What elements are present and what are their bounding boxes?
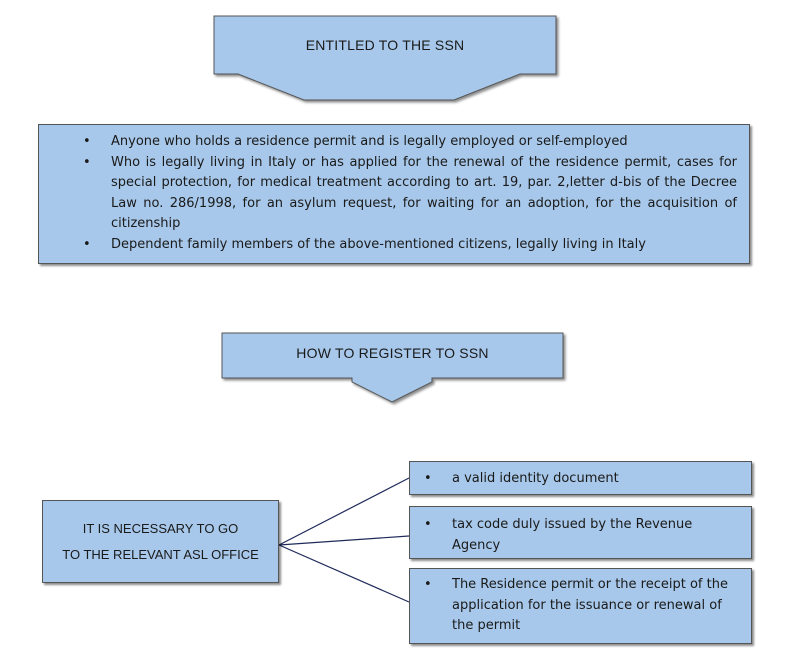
list-item: The Residence permit or the receipt of t… — [410, 575, 739, 637]
entitled-list-box: Anyone who holds a residence permit and … — [38, 124, 750, 264]
entitled-list: Anyone who holds a residence permit and … — [39, 132, 737, 255]
entitled-title: ENTITLED TO THE SSN — [305, 37, 465, 53]
list-item: tax code duly issued by the Revenue Agen… — [410, 515, 743, 556]
asl-office-line-1: IT IS NECESSARY TO GO — [82, 520, 239, 536]
list-item: Anyone who holds a residence permit and … — [39, 132, 737, 153]
register-title: HOW TO REGISTER TO SSN — [296, 345, 489, 361]
list-item: Dependent family members of the above-me… — [39, 235, 737, 256]
connector-line-1 — [278, 477, 410, 546]
list-item: Who is legally living in Italy or has ap… — [39, 153, 737, 235]
requirement-box-tax-code: tax code duly issued by the Revenue Agen… — [409, 506, 752, 559]
list-item: a valid identity document — [410, 469, 751, 490]
requirement-box-identity: a valid identity document — [409, 461, 752, 495]
asl-office-line-2: TO THE RELEVANT ASL OFFICE — [62, 546, 259, 562]
requirement-box-residence-permit: The Residence permit or the receipt of t… — [409, 568, 752, 644]
connector-line-3 — [278, 544, 410, 603]
asl-office-box: IT IS NECESSARY TO GO TO THE RELEVANT AS… — [42, 500, 279, 583]
connector-line-2 — [278, 535, 410, 546]
